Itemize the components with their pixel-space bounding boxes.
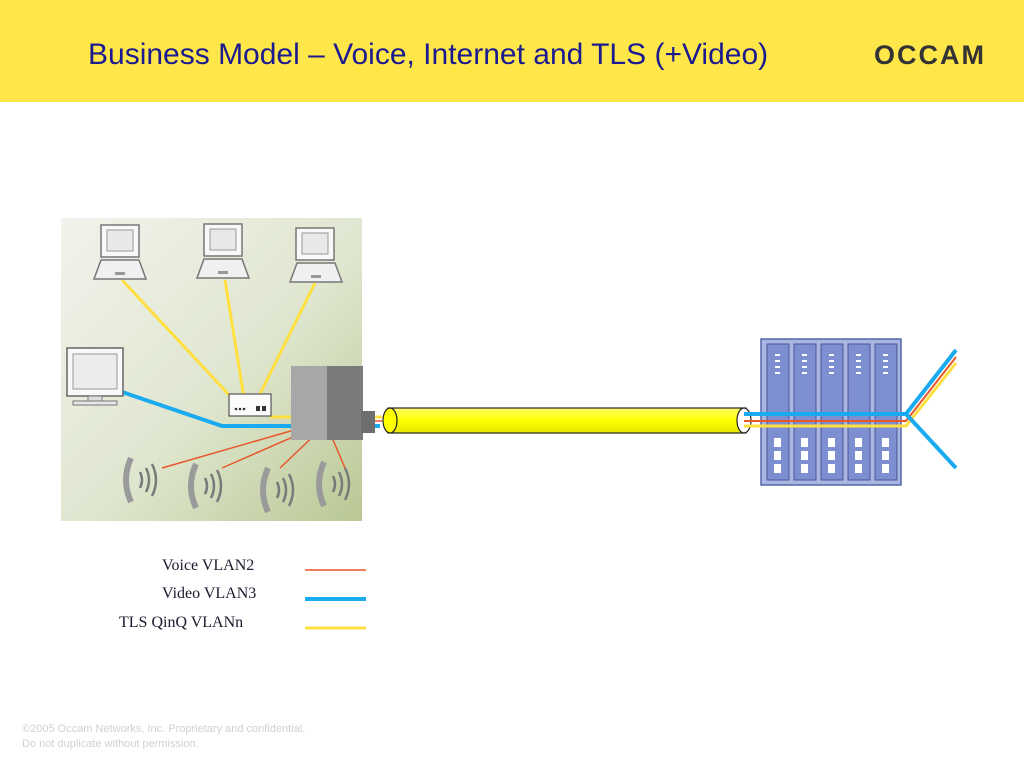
- card-led: [775, 366, 780, 368]
- occam-logo: OCCAM: [874, 40, 986, 70]
- card-port: [801, 464, 808, 473]
- card-led: [802, 360, 807, 362]
- card-port: [882, 438, 889, 447]
- tls-laptop-links: [120, 278, 317, 400]
- card-led: [829, 360, 834, 362]
- card-led: [883, 354, 888, 356]
- card-port: [774, 464, 781, 473]
- card-led: [883, 366, 888, 368]
- card-led: [775, 372, 780, 374]
- card-port: [882, 451, 889, 460]
- card-port: [828, 464, 835, 473]
- card-led: [856, 366, 861, 368]
- building-icon: [291, 366, 375, 440]
- laptop-icon: [288, 227, 344, 283]
- card-led: [829, 372, 834, 374]
- phone-icon: [260, 466, 295, 514]
- card-port: [855, 451, 862, 460]
- fiber-trunk-cable: [382, 407, 752, 434]
- switch-icon: [228, 393, 272, 417]
- card-led: [802, 366, 807, 368]
- phone-icon: [123, 456, 158, 504]
- card-led: [802, 372, 807, 374]
- chassis-output-links: [744, 348, 958, 470]
- card-port: [774, 451, 781, 460]
- card-led: [856, 372, 861, 374]
- card-led: [775, 354, 780, 356]
- card-led: [856, 360, 861, 362]
- card-led: [829, 366, 834, 368]
- desktop-monitor-icon: [66, 347, 124, 406]
- network-diagram: [61, 218, 958, 630]
- legend-label-video: Video VLAN3: [162, 585, 257, 602]
- card-port: [828, 438, 835, 447]
- card-port: [882, 464, 889, 473]
- phone-icon: [316, 460, 351, 508]
- laptop-icon: [195, 223, 251, 279]
- copyright-footer: ©2005 Occam Networks, Inc. Proprietary a…: [22, 722, 305, 752]
- legend-label-voice: Voice VLAN2: [162, 557, 255, 574]
- laptop-icon: [92, 224, 148, 280]
- card-led: [829, 354, 834, 356]
- card-led: [883, 372, 888, 374]
- card-port: [855, 464, 862, 473]
- slide-title: Business Model – Voice, Internet and TLS…: [88, 38, 769, 71]
- card-port: [801, 438, 808, 447]
- card-port: [828, 451, 835, 460]
- footer-line-2: Do not duplicate without permission.: [22, 738, 199, 750]
- card-led: [775, 360, 780, 362]
- card-port: [855, 438, 862, 447]
- card-led: [856, 354, 861, 356]
- card-port: [801, 451, 808, 460]
- card-led: [883, 360, 888, 362]
- phone-icon: [188, 462, 223, 510]
- card-port: [774, 438, 781, 447]
- header-band: Business Model – Voice, Internet and TLS…: [0, 0, 1024, 102]
- card-led: [802, 354, 807, 356]
- footer-line-1: ©2005 Occam Networks, Inc. Proprietary a…: [22, 723, 306, 735]
- legend-label-tls: TLS QinQ VLANn: [119, 614, 244, 631]
